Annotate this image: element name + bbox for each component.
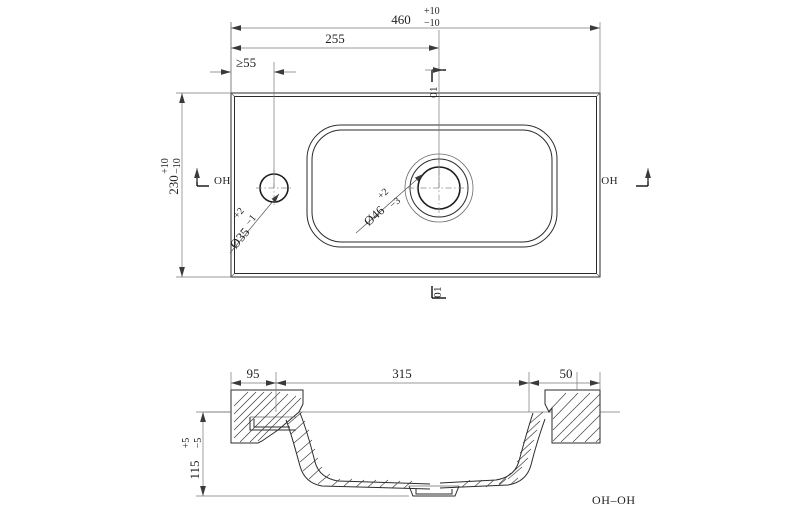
callout-waste-hole: Ø46 +2 −3 xyxy=(356,174,423,233)
plan-view-group: 460 +10 −10 255 ≥55 230 xyxy=(160,6,651,298)
section-hatch-bottom-right xyxy=(461,477,519,488)
section-marker-left-label: OH xyxy=(214,175,231,187)
dim-460-tol-plus: +10 xyxy=(424,6,440,17)
section-hatch-right-wall xyxy=(498,411,544,485)
callout-d46-tol-plus: +2 xyxy=(376,186,391,201)
section-marker-top-label: 01 xyxy=(428,86,440,98)
section-marker-bottom: 01 xyxy=(432,286,446,298)
section-hatch-right xyxy=(548,392,601,443)
section-marker-bottom-label: 01 xyxy=(432,286,444,298)
dim-460-value: 460 xyxy=(391,12,411,27)
callout-d35-value: Ø35 xyxy=(227,225,253,252)
section-marker-right-label: OH xyxy=(601,175,618,187)
dim-section-horizontal: 95 315 50 xyxy=(231,366,600,412)
dim-50-value: 50 xyxy=(560,366,573,381)
dim-460-tol-minus: −10 xyxy=(424,18,440,29)
section-marker-right: OH xyxy=(601,168,651,187)
dim-230-value: 230 xyxy=(166,175,181,195)
dim-230-tol-plus: +10 xyxy=(160,158,171,174)
section-hatch-left xyxy=(233,391,302,443)
section-hatch-bottom-left xyxy=(331,478,413,489)
section-marker-left: OH xyxy=(194,168,231,187)
section-view-group: 95 315 50 115 +5 −5 OH–OH xyxy=(181,366,636,507)
section-view-label: OH–OH xyxy=(592,493,636,507)
dim-115-value: 115 xyxy=(187,460,202,479)
section-profile xyxy=(231,390,600,496)
dim-315-value: 315 xyxy=(392,366,412,381)
dim-115-tol-plus: +5 xyxy=(181,438,192,449)
dim-230-tol-minus: −10 xyxy=(172,158,183,174)
dim-255: 255 xyxy=(231,22,439,93)
dim-55-value: ≥55 xyxy=(236,55,256,70)
basin-outline xyxy=(231,93,600,277)
dim-overall-width: 460 +10 −10 xyxy=(231,6,600,93)
callout-d46-value: Ø46 xyxy=(361,202,388,228)
dim-section-height: 115 +5 −5 xyxy=(181,412,409,496)
dim-min-55: ≥55 xyxy=(210,55,296,75)
callout-d46-tol-minus: −3 xyxy=(388,195,403,210)
section-marker-top: 01 xyxy=(425,67,446,98)
dim-95-value: 95 xyxy=(247,366,260,381)
bowl-outline xyxy=(307,125,557,247)
plan-centerlines xyxy=(274,30,439,188)
callout-d35-tol-minus: −1 xyxy=(243,213,258,228)
dim-overall-depth: 230 +10 −10 xyxy=(160,93,231,277)
section-hatch-left-wall xyxy=(287,411,331,485)
dim-255-value: 255 xyxy=(325,31,345,46)
dim-115-tol-minus: −5 xyxy=(193,438,204,449)
